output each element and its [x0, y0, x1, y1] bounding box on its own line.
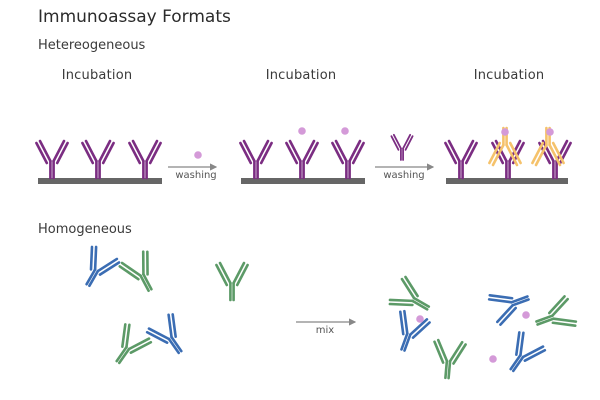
homogeneous-antibody-2: [118, 250, 153, 293]
free-antigen: [194, 151, 202, 159]
complex-antibody-5: [535, 295, 578, 327]
complex-antibody-4: [487, 294, 530, 326]
step-2-label: Incubation: [265, 68, 337, 83]
capture-antibody-3-1: [444, 139, 478, 180]
homogeneous-heading: Homogeneous: [38, 222, 132, 237]
heterogeneous-heading: Hetereogeneous: [38, 38, 146, 53]
step-1-label: Incubation: [61, 68, 133, 83]
complex-antibody-2: [388, 275, 431, 311]
capture-antibody-1-2: [81, 139, 115, 180]
capture-antibody-2-3: [331, 139, 365, 180]
detection-antibody-1: [488, 126, 522, 167]
homogeneous-antibody-3: [215, 261, 249, 302]
bound-antigen-2-2: [341, 127, 349, 135]
detection-antibody-2: [531, 126, 565, 167]
washing-label-1: washing: [175, 170, 217, 181]
capture-antibody-1-1: [35, 139, 69, 180]
surface-plate-2: [241, 178, 365, 184]
washing-label-2: washing: [383, 170, 425, 181]
bound-antigen-2-1: [298, 127, 306, 135]
surface-plate-1: [38, 178, 162, 184]
complex-antibody-3: [433, 338, 467, 380]
surface-plate-3: [446, 178, 568, 184]
complex-antigen-2: [522, 311, 530, 319]
free-detection-antibody: [390, 133, 414, 161]
capture-antibody-2-1: [239, 139, 273, 180]
mix-label: mix: [315, 325, 335, 336]
homogeneous-antibody-5: [145, 313, 183, 355]
capture-antibody-1-3: [128, 139, 162, 180]
page-title: Immunoassay Formats: [38, 7, 231, 27]
complex-antibody-1: [399, 309, 431, 352]
bound-antigen-3-1: [501, 128, 509, 136]
homogeneous-antibody-1: [85, 245, 121, 288]
bound-antigen-3-2: [546, 128, 554, 136]
homogeneous-antibody-4: [115, 323, 153, 365]
complex-antigen-3: [489, 355, 497, 363]
capture-antibody-2-2: [285, 139, 319, 180]
step-3-label: Incubation: [473, 68, 545, 83]
complex-antibody-6: [509, 331, 547, 373]
complex-antigen-1: [416, 315, 424, 323]
